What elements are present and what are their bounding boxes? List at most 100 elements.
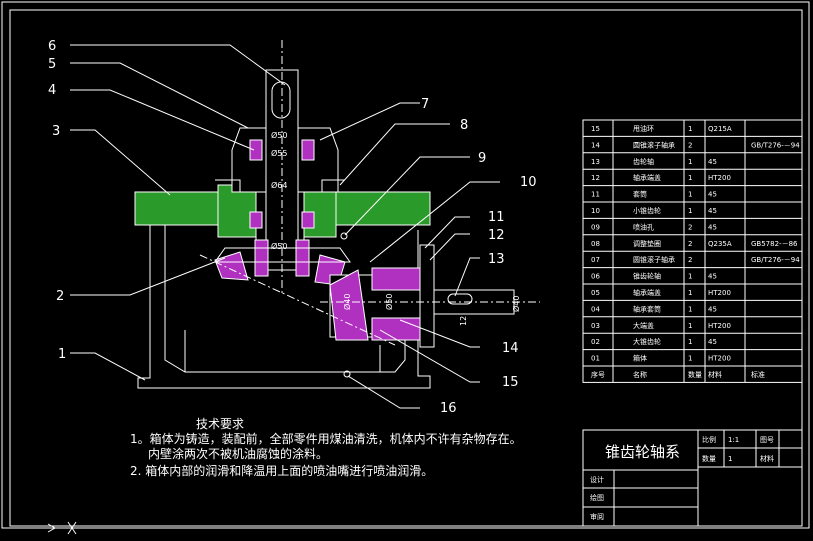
parts-header-name: 名称 [633,370,647,379]
callout-9: 9 [478,151,486,166]
parts-row-07-std: GB/T276-－94 [751,256,800,264]
title-block [582,429,803,527]
parts-header-qty: 数量 [688,370,702,379]
callout-2: 2 [56,289,64,304]
parts-row-07-qty: 2 [688,256,692,264]
parts-row-07-no: 07 [591,256,600,264]
parts-row-03-qty: 1 [688,322,692,330]
parts-row-14-no: 14 [591,141,600,149]
parts-row-06-mat: 45 [708,273,717,281]
callout-1: 1 [58,347,66,362]
tech-req-title: 技术要求 [196,417,244,431]
dim-d40-gear: Ø40 [342,294,352,310]
parts-row-14-qty: 2 [688,141,692,149]
callout-11: 11 [488,210,505,225]
parts-row-01-name: 箱体 [633,354,647,363]
callout-16: 16 [440,401,457,416]
callout-13: 13 [488,252,505,267]
dim-d55: Ø55 [271,148,287,158]
parts-header-mat: 材料 [708,370,722,379]
parts-row-10-name: 小锥齿轮 [633,206,661,215]
callout-12: 12 [488,228,505,243]
big-gear-teeth-left [214,251,249,281]
parts-row-09-qty: 2 [688,223,692,231]
parts-row-10-no: 10 [591,207,600,215]
ucs-icon [6,521,77,535]
callout-4: 4 [48,83,56,98]
parts-row-15-no: 15 [591,125,600,133]
callout-14: 14 [502,341,519,356]
parts-row-14-std: GB/T276-－94 [751,141,800,149]
parts-row-09-name: 喷油孔 [633,222,654,231]
parts-row-04-name: 轴承套筒 [633,304,661,313]
leader-lines [70,44,500,409]
parts-row-11-name: 套筒 [633,190,647,199]
review-label: 审阅 [590,512,604,521]
parts-row-05-name: 轴承端盖 [633,288,661,297]
callout-10: 10 [520,175,537,190]
parts-row-15-name: 甩油环 [633,124,654,133]
parts-row-04-qty: 1 [688,305,692,313]
parts-row-08-qty: 2 [688,240,692,248]
parts-row-11-no: 11 [591,191,600,199]
parts-row-06-qty: 1 [688,273,692,281]
parts-row-01-no: 01 [591,355,600,363]
parts-row-13-name: 齿轮轴 [633,157,654,166]
scale-label: 比例 [702,435,716,444]
callout-6: 6 [48,39,56,54]
parts-header-no: 序号 [591,370,605,379]
dim-d64: Ø64 [271,180,287,190]
tech-req-line3: 2. 箱体内部的润滑和降温用上面的喷油嘴进行喷油润滑。 [130,463,433,478]
parts-row-08-std: GB5782-－86 [751,240,798,248]
parts-row-13-no: 13 [591,158,600,166]
parts-row-05-no: 05 [591,289,600,297]
draw-label: 绘图 [590,493,604,502]
parts-row-02-qty: 1 [688,338,692,346]
callout-3: 3 [52,124,60,139]
parts-row-08-mat: Q235A [708,240,732,248]
parts-row-13-qty: 1 [688,158,692,166]
drawing-no-label: 图号 [760,436,774,444]
qty-label: 数量 [702,454,716,463]
parts-row-14-name: 圆锥滚子轴承 [633,140,675,149]
parts-header-std: 标准 [751,370,765,379]
parts-row-09-mat: 45 [708,223,717,231]
parts-row-12-name: 轴承端盖 [633,173,661,182]
dim-d50-top: Ø50 [271,130,287,140]
parts-row-01-qty: 1 [688,355,692,363]
callout-7: 7 [421,97,429,112]
parts-row-08-name: 调整垫圈 [633,239,661,248]
parts-row-09-no: 09 [591,223,600,231]
parts-row-06-name: 锥齿轮轴 [633,272,661,281]
housing-body [137,222,431,389]
tech-req-line2: 内壁涂两次不被机油腐蚀的涂料。 [148,446,328,461]
parts-row-04-no: 04 [591,305,600,313]
dim-len12: 12 [459,316,468,326]
parts-row-02-name: 大锥齿轮 [633,337,661,346]
parts-row-03-no: 03 [591,322,600,330]
parts-row-03-mat: HT200 [708,322,731,330]
parts-row-15-mat: Q215A [708,125,732,133]
design-label: 设计 [590,475,604,484]
parts-row-03-name: 大端盖 [633,321,654,330]
dim-d50-mid: Ø50 [271,241,287,251]
qty-value: 1 [728,455,732,463]
dim-d50-shaft: Ø50 [384,294,394,310]
parts-row-12-no: 12 [591,174,600,182]
parts-row-11-mat: 45 [708,191,717,199]
parts-row-06-no: 06 [591,273,600,281]
parts-row-12-qty: 1 [688,174,692,182]
parts-row-02-mat: 45 [708,338,717,346]
parts-row-05-mat: HT200 [708,289,731,297]
parts-row-10-mat: 45 [708,207,717,215]
pinion-gear [329,269,369,341]
parts-row-13-mat: 45 [708,158,717,166]
drawing-title: 锥齿轮轴系 [605,443,680,461]
parts-row-10-qty: 1 [688,207,692,215]
parts-row-08-no: 08 [591,240,600,248]
parts-row-11-qty: 1 [688,191,692,199]
parts-row-07-name: 圆锥滚子轴承 [633,255,675,264]
parts-row-04-mat: 45 [708,305,717,313]
